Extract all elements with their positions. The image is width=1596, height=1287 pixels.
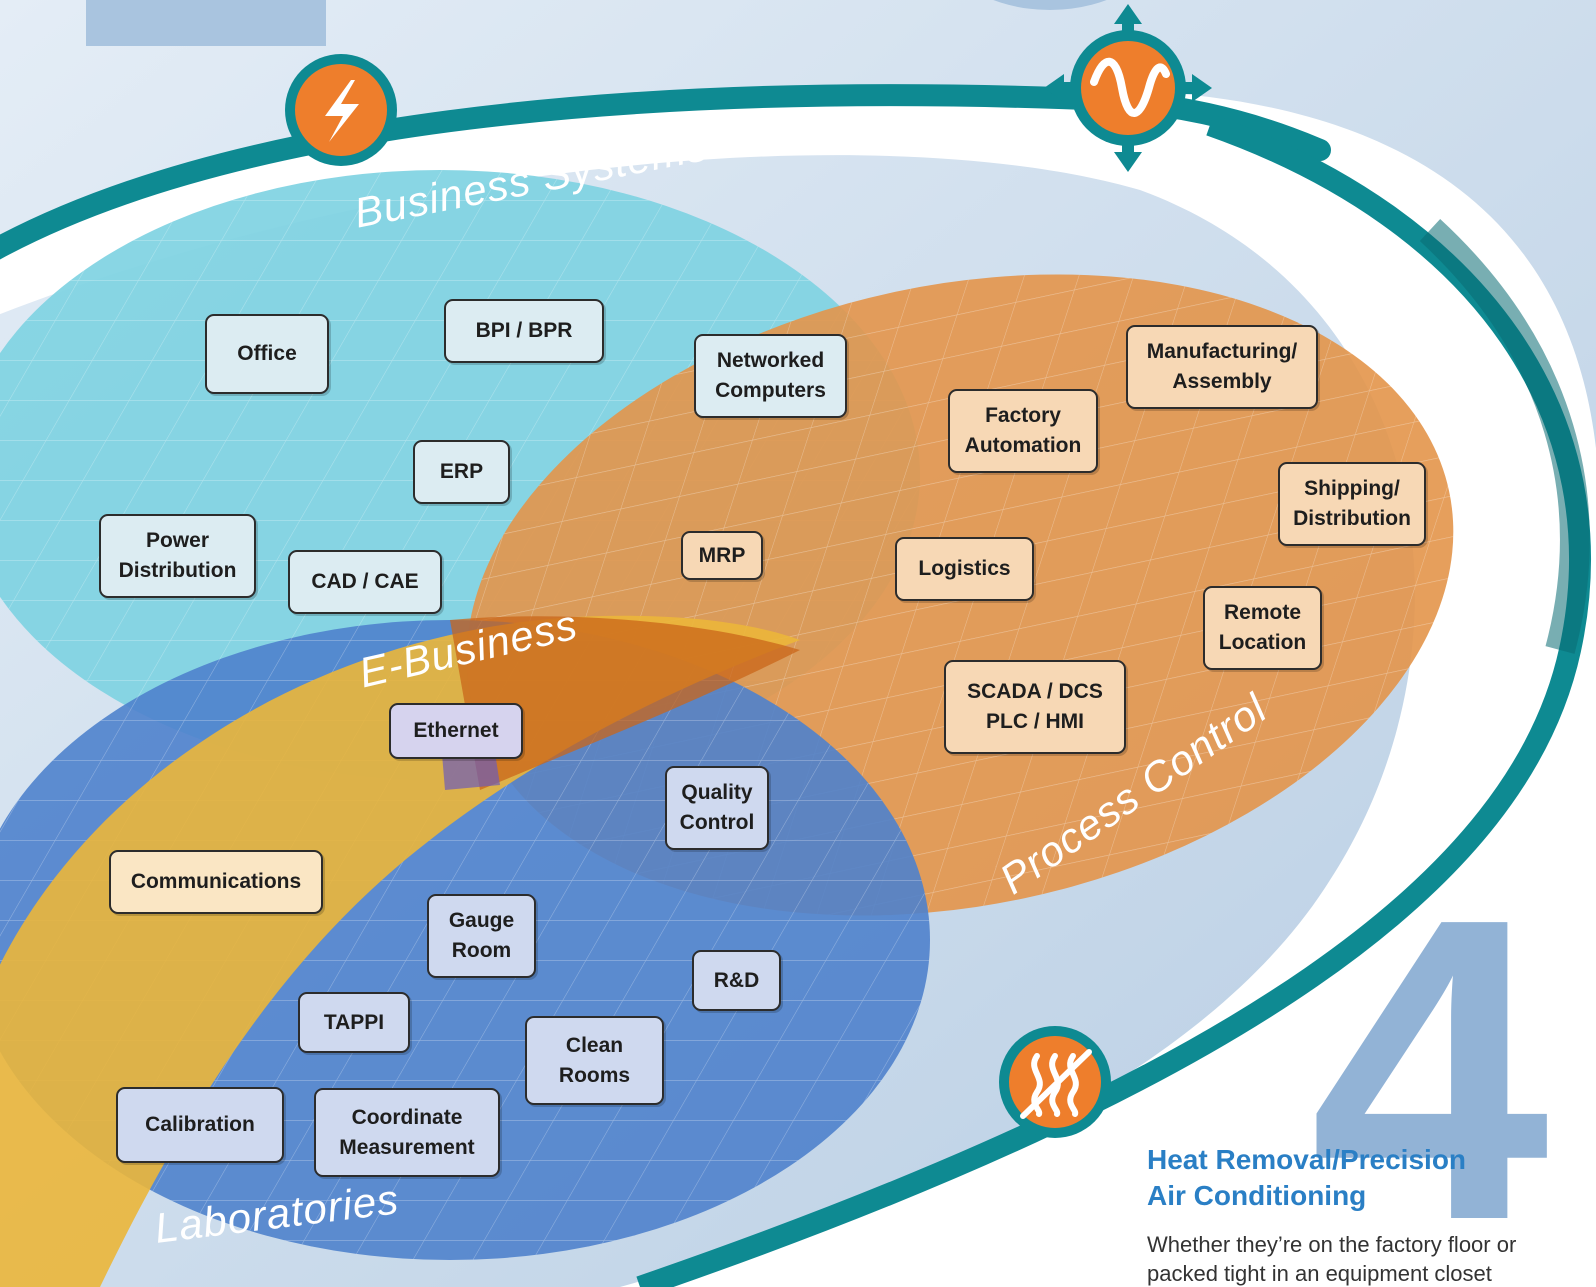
header-circle <box>993 0 1107 10</box>
node-cad-cae: CAD / CAE <box>288 550 442 614</box>
white-band <box>0 86 1596 1287</box>
node-tappi: TAPPI <box>298 992 410 1053</box>
node-shipping-distribution: Shipping/ Distribution <box>1278 462 1426 546</box>
node-communications: Communications <box>109 850 323 914</box>
wave-icon <box>1044 4 1212 172</box>
section-number: 4 <box>1310 830 1550 1287</box>
node-power-distribution: Power Distribution <box>99 514 256 598</box>
node-factory-automation: Factory Automation <box>948 389 1098 473</box>
node-r-and-d: R&D <box>692 950 781 1011</box>
heat-icon <box>999 1026 1111 1138</box>
node-mrp: MRP <box>681 531 763 580</box>
header-block <box>86 0 326 46</box>
node-networked-computers: Networked Computers <box>694 334 847 418</box>
node-ethernet: Ethernet <box>389 703 523 759</box>
node-office: Office <box>205 314 329 394</box>
node-erp: ERP <box>413 440 510 504</box>
node-bpi-bpr: BPI / BPR <box>444 299 604 363</box>
node-coordinate-measurement: Coordinate Measurement <box>314 1088 500 1177</box>
node-calibration: Calibration <box>116 1087 284 1163</box>
node-manufacturing-assembly: Manufacturing/ Assembly <box>1126 325 1318 409</box>
node-quality-control: Quality Control <box>665 766 769 850</box>
section-heading: Heat Removal/Precision Air Conditioning <box>1147 1144 1467 1211</box>
top-arc <box>0 84 1331 260</box>
node-logistics: Logistics <box>895 537 1034 601</box>
node-scada-dcs: SCADA / DCS PLC / HMI <box>944 660 1126 754</box>
node-remote-location: Remote Location <box>1203 586 1322 670</box>
section-body-text: Whether they’re on the factory floor or … <box>1147 1232 1517 1286</box>
node-gauge-room: Gauge Room <box>427 894 536 978</box>
node-clean-rooms: Clean Rooms <box>525 1016 664 1105</box>
lightning-icon <box>285 54 397 166</box>
